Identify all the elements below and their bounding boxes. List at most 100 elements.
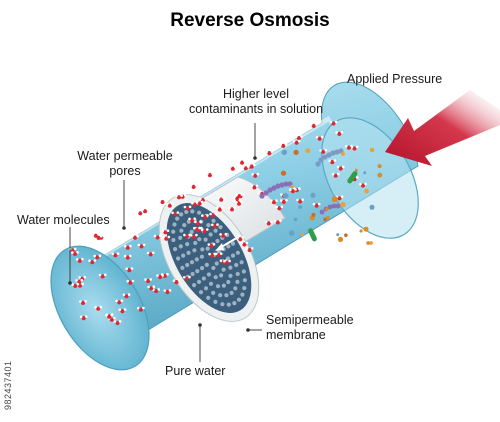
water-molecule: [209, 212, 218, 218]
water-molecule: [79, 300, 87, 305]
pore: [235, 279, 240, 284]
pore: [214, 261, 219, 266]
contaminant-particle: [369, 241, 373, 245]
water-molecule: [235, 200, 243, 206]
water-molecule: [328, 159, 337, 165]
pore: [198, 290, 204, 295]
water-molecule: [93, 254, 102, 260]
water-molecule: [193, 226, 201, 232]
water-molecule: [125, 267, 134, 273]
water-molecule: [235, 193, 244, 199]
pore: [195, 269, 200, 274]
pore: [189, 260, 195, 265]
water-molecule: [161, 229, 170, 235]
label-applied-pressure: Applied Pressure: [347, 72, 443, 86]
water-molecule: [309, 123, 318, 128]
pore: [242, 286, 247, 291]
water-molecule: [279, 143, 288, 148]
water-molecule: [75, 257, 84, 263]
pore: [211, 218, 216, 223]
contaminant-particle: [364, 188, 369, 194]
pore: [171, 237, 176, 243]
water-molecule: [115, 299, 124, 305]
pore: [200, 266, 205, 271]
water-molecule: [264, 220, 273, 226]
label-contaminants-line1: Higher level: [222, 87, 289, 101]
water-molecule: [146, 251, 155, 257]
label-water-molecules: Water molecules: [17, 213, 110, 227]
pore: [228, 265, 233, 270]
pore: [197, 210, 202, 215]
pore: [211, 290, 216, 295]
water-molecule: [147, 285, 156, 291]
water-molecule: [156, 274, 164, 280]
contaminant-particle: [290, 184, 294, 189]
pore: [230, 241, 236, 246]
water-molecule: [141, 208, 149, 214]
stock-id: 982437401: [3, 300, 17, 410]
water-molecule: [273, 219, 282, 225]
water-molecule: [183, 275, 191, 281]
water-molecule: [217, 196, 226, 202]
water-molecule: [315, 135, 324, 141]
water-molecule: [131, 234, 139, 240]
contaminant-particle: [369, 147, 375, 153]
pore: [229, 290, 234, 295]
label-contaminants: Higher level contaminants in solution: [166, 87, 346, 117]
water-molecule: [123, 254, 132, 260]
water-molecule: [207, 243, 216, 248]
water-molecule: [228, 206, 236, 212]
pore: [221, 283, 226, 288]
pore: [175, 216, 180, 221]
pore: [181, 253, 186, 258]
water-molecule: [75, 278, 84, 284]
water-molecule: [188, 217, 196, 223]
water-molecule: [165, 202, 174, 208]
leader-lines: [69, 123, 262, 362]
contaminant-particle: [340, 151, 345, 156]
leader-dots: [68, 156, 257, 332]
pore: [240, 292, 245, 297]
water-molecule: [236, 236, 245, 242]
pore: [206, 295, 211, 300]
pore: [242, 278, 247, 283]
water-molecule: [215, 206, 224, 212]
water-molecule: [171, 211, 180, 217]
pore: [185, 262, 190, 268]
stock-id-text: 982437401: [3, 360, 13, 410]
pore: [213, 299, 218, 304]
water-molecule: [137, 243, 146, 249]
pore: [178, 244, 183, 249]
water-molecule: [247, 163, 256, 169]
contaminant-particle: [331, 196, 338, 203]
water-molecule: [214, 252, 223, 258]
water-molecule: [88, 259, 97, 265]
contaminant-particle: [377, 172, 383, 178]
pore: [239, 260, 244, 265]
water-molecule: [71, 283, 80, 288]
pore: [219, 273, 224, 278]
water-molecule: [319, 148, 328, 154]
contaminant-particle: [305, 148, 311, 154]
pore: [197, 237, 202, 242]
contaminant-chain: [315, 148, 344, 167]
water-molecule: [105, 313, 113, 319]
water-molecule: [240, 241, 249, 247]
pore: [221, 267, 226, 272]
pore: [213, 275, 218, 280]
water-molecule: [126, 279, 135, 285]
contaminant-particle: [323, 217, 327, 222]
water-molecule: [163, 289, 172, 295]
water-molecule: [200, 228, 209, 234]
pore: [180, 265, 185, 270]
water-molecule: [279, 199, 288, 204]
contaminant-particle: [366, 241, 370, 245]
water-molecule: [295, 135, 303, 141]
label-membrane-line1: Semipermeable: [266, 313, 354, 327]
pore: [206, 272, 211, 277]
pore: [232, 301, 237, 306]
pore: [192, 283, 197, 288]
pore: [205, 246, 210, 251]
pore: [173, 247, 178, 252]
